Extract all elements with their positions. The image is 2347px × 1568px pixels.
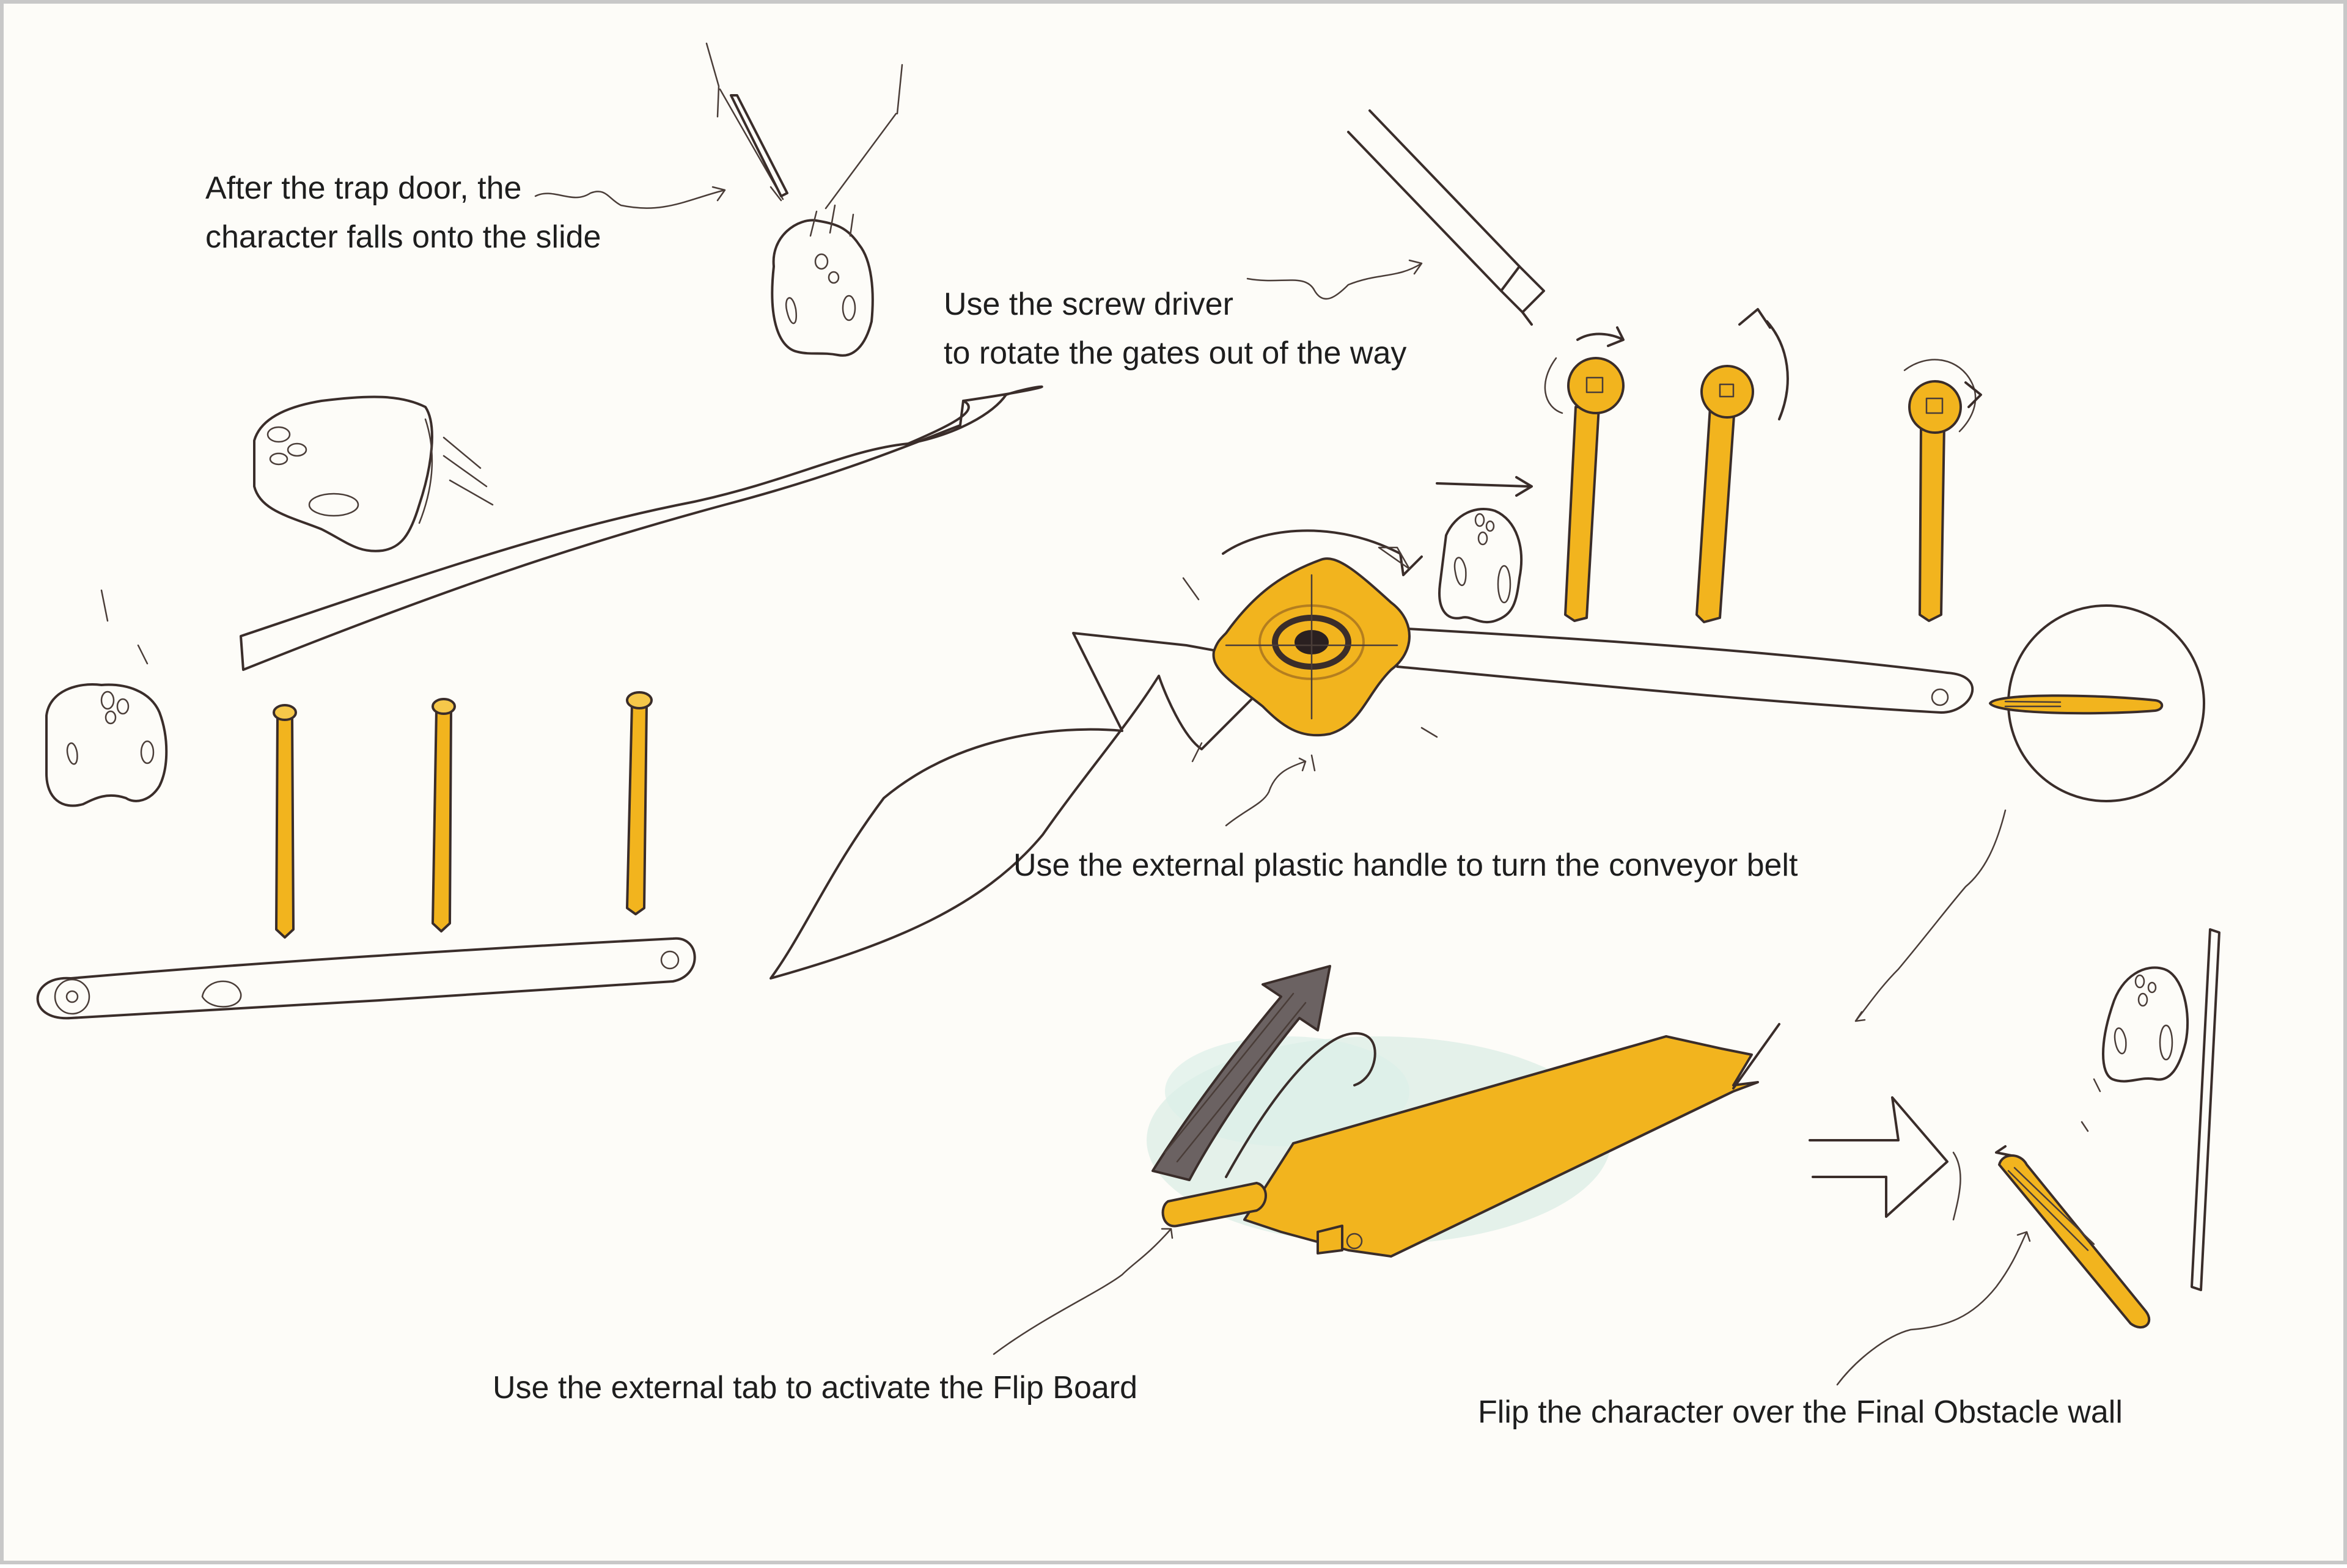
tilted-board xyxy=(1995,1145,2151,1328)
ghost-character-left xyxy=(45,589,168,807)
label-handle: Use the external plastic handle to turn … xyxy=(1013,848,1798,883)
trap-door xyxy=(705,42,903,210)
slide xyxy=(240,385,1043,671)
plastic-handle xyxy=(1182,529,1438,772)
ghost-character-falling-top xyxy=(771,204,874,357)
zoom-detail-circle xyxy=(1989,604,2205,802)
flip-board xyxy=(1161,1023,1780,1258)
rotating-gates-right xyxy=(1544,308,1982,623)
label-tab: Use the external tab to activate the Fli… xyxy=(493,1370,1138,1405)
final-obstacle-wall xyxy=(2191,928,2220,1291)
motion-arrow xyxy=(1436,476,1533,497)
label-trap-door: After the trap door, the character falls… xyxy=(205,170,601,255)
mechanism-sketch xyxy=(36,42,2220,1386)
ghost-character-sliding xyxy=(253,395,494,552)
conveyor-belt-left xyxy=(36,937,696,1020)
label-screwdriver-line2: to rotate the gates out of the way xyxy=(944,335,1407,371)
label-screwdriver-line1: Use the screw driver xyxy=(944,287,1233,322)
conveyor-belt-right xyxy=(1396,627,1974,714)
transition-arrow-large xyxy=(769,632,1288,980)
ghost-character-flipping xyxy=(2081,966,2189,1132)
flip-arrow xyxy=(1151,965,1331,1181)
leader-lines xyxy=(534,186,2031,1386)
ghost-character-conveyor xyxy=(1438,507,1522,624)
label-flip: Flip the character over the Final Obstac… xyxy=(1478,1394,2123,1430)
gate-pins-left xyxy=(273,691,653,939)
screwdriver xyxy=(1347,109,1545,326)
hollow-arrow-right xyxy=(1809,1096,1961,1221)
